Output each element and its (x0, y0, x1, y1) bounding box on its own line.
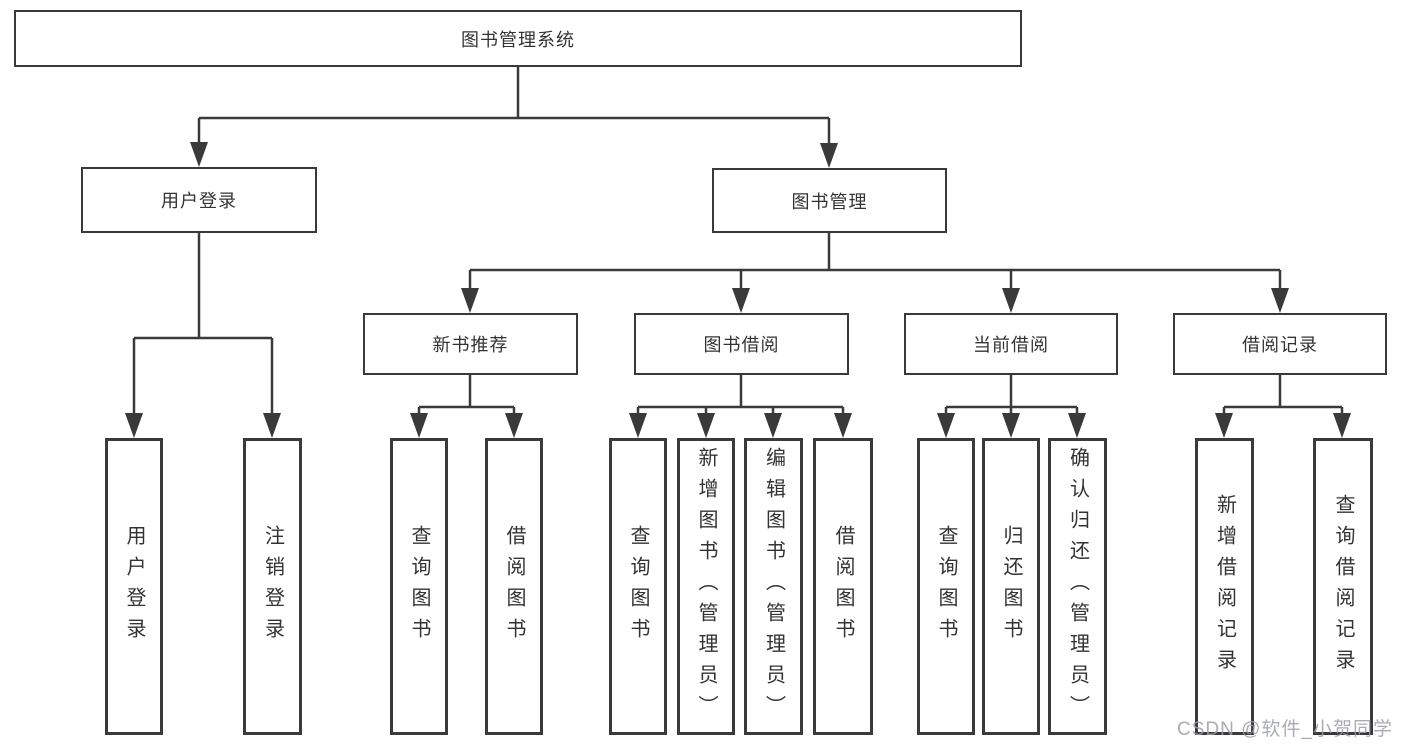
leaf-label: 注销登录 (261, 524, 284, 649)
leaf-label: 借阅图书 (503, 524, 525, 649)
leaf-logout: 注销登录 (243, 438, 302, 735)
leaf-add-borrow-record: 新增借阅记录 (1195, 438, 1254, 735)
leaf-label: 确认归还（管理员） (1066, 447, 1089, 726)
node-user-login: 用户登录 (81, 167, 317, 233)
leaf-confirm-return-admin: 确认归还（管理员） (1048, 438, 1107, 735)
node-borrowing-records: 借阅记录 (1173, 313, 1387, 375)
node-label: 图书管理系统 (461, 29, 575, 50)
leaf-query-books-recommend: 查询图书 (390, 438, 448, 735)
node-library-management-system: 图书管理系统 (14, 10, 1022, 67)
leaf-label: 新增图书（管理员） (695, 447, 717, 726)
node-label: 用户登录 (161, 191, 237, 211)
leaf-return-book: 归还图书 (982, 438, 1040, 735)
leaf-query-borrow-record: 查询借阅记录 (1313, 438, 1373, 735)
leaf-query-books-current: 查询图书 (917, 438, 975, 735)
leaf-query-books-borrowing: 查询图书 (609, 438, 667, 735)
node-book-borrowing: 图书借阅 (634, 313, 849, 375)
leaf-borrow-books-recommend: 借阅图书 (485, 438, 543, 735)
csdn-watermark: CSDN @软件_小贺同学 (1177, 719, 1393, 740)
node-new-book-recommendation: 新书推荐 (363, 313, 578, 375)
leaf-label: 借阅图书 (832, 524, 854, 649)
node-label: 借阅记录 (1242, 335, 1318, 355)
leaf-add-book-admin: 新增图书（管理员） (677, 438, 735, 735)
leaf-label: 查询借阅记录 (1332, 493, 1354, 680)
leaf-label: 归还图书 (1000, 524, 1022, 649)
leaf-label: 查询图书 (627, 524, 649, 649)
connector-lines (132, 67, 1344, 417)
node-current-borrowing: 当前借阅 (904, 313, 1118, 375)
leaf-user-login: 用户登录 (105, 438, 163, 735)
node-label: 新书推荐 (432, 335, 509, 355)
leaf-label: 新增借阅记录 (1213, 493, 1236, 680)
node-book-management: 图书管理 (712, 168, 947, 233)
leaf-label: 查询图书 (408, 524, 430, 649)
leaf-label: 编辑图书（管理员） (762, 447, 785, 726)
node-label: 图书借阅 (703, 335, 780, 355)
node-label: 当前借阅 (973, 335, 1049, 355)
leaf-borrow-books-borrowing: 借阅图书 (813, 438, 873, 735)
leaf-edit-book-admin: 编辑图书（管理员） (744, 438, 803, 735)
leaf-label: 用户登录 (123, 524, 145, 649)
node-label: 图书管理 (791, 191, 868, 212)
leaf-label: 查询图书 (935, 524, 957, 649)
